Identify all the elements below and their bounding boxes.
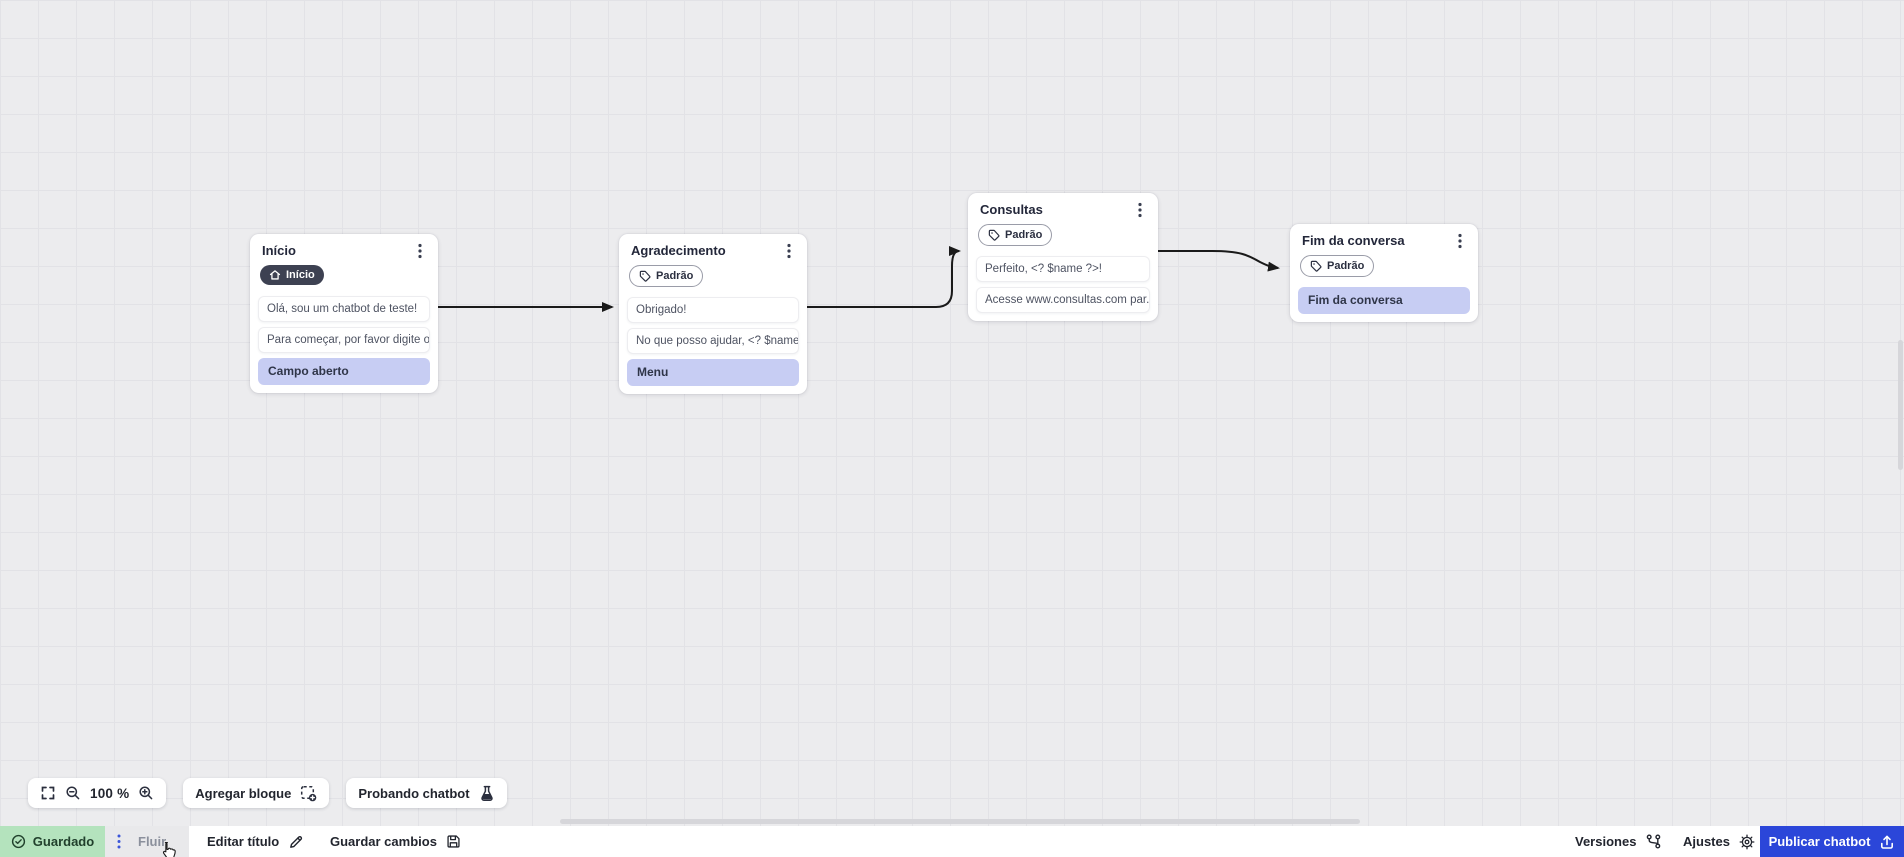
node-type-badge: Padrão (629, 265, 704, 287)
save-icon (446, 834, 461, 849)
horizontal-scrollbar[interactable] (560, 819, 1360, 824)
add-block-icon (300, 785, 317, 802)
tag-icon (988, 229, 1000, 241)
saved-status-badge: Guardado (0, 826, 105, 857)
gear-icon (1739, 834, 1755, 850)
tab-flow[interactable]: Fluir (105, 826, 189, 857)
publish-chatbot-button[interactable]: Publicar chatbot (1760, 826, 1904, 857)
node-type-badge: Padrão (1300, 255, 1375, 277)
flow-node-consultas[interactable]: Consultas Padrão Perfeito, <? $name ?>! … (968, 193, 1158, 321)
flow-tab-label: Fluir (138, 834, 167, 849)
message-bubble[interactable]: Olá, sou um chatbot de teste! (258, 296, 430, 322)
node-menu-icon[interactable] (1452, 233, 1468, 249)
add-block-button[interactable]: Agregar bloque (183, 778, 330, 808)
upload-icon (1879, 834, 1895, 850)
flow-node-inicio[interactable]: Início Início Olá, sou um chatbot de tes… (250, 234, 438, 393)
node-menu-icon[interactable] (412, 243, 428, 259)
zoom-out-icon[interactable] (65, 785, 81, 801)
fullscreen-icon[interactable] (40, 785, 56, 801)
settings-button[interactable]: Ajustes (1683, 826, 1755, 857)
message-bubble[interactable]: Para começar, por favor digite o ... (258, 327, 430, 353)
node-title: Início (262, 243, 296, 258)
message-bubble[interactable]: Obrigado! (627, 297, 799, 323)
pencil-icon (288, 834, 304, 850)
node-menu-icon[interactable] (1132, 202, 1148, 218)
save-changes-button[interactable]: Guardar cambios (330, 826, 461, 857)
action-item[interactable]: Fim da conversa (1298, 287, 1470, 314)
flow-node-fim-da-conversa[interactable]: Fim da conversa Padrão Fim da conversa (1290, 224, 1478, 322)
edit-title-button[interactable]: Editar título (207, 826, 304, 857)
test-chatbot-button[interactable]: Probando chatbot (346, 778, 507, 808)
flow-node-agradecimento[interactable]: Agradecimento Padrão Obrigado! No que po… (619, 234, 807, 394)
zoom-level-value: 100 % (90, 785, 130, 801)
node-menu-icon[interactable] (781, 243, 797, 259)
tag-icon (639, 270, 651, 282)
message-bubble[interactable]: Perfeito, <? $name ?>! (976, 256, 1150, 282)
status-bar: Guardado Fluir Editar título Guardar cam… (0, 826, 1904, 857)
home-icon (269, 269, 281, 281)
node-type-badge: Início (260, 265, 324, 285)
versions-button[interactable]: Versiones (1575, 826, 1662, 857)
tag-icon (1310, 260, 1322, 272)
action-item[interactable]: Menu (627, 359, 799, 386)
check-circle-icon (11, 834, 26, 849)
node-title: Fim da conversa (1302, 233, 1405, 248)
flask-icon (479, 785, 495, 802)
connector-agradecimento-consultas (807, 246, 961, 308)
vertical-scrollbar[interactable] (1898, 340, 1903, 470)
message-bubble[interactable]: No que posso ajudar, <? $name ... (627, 328, 799, 354)
message-bubble[interactable]: Acesse www.consultas.com par... (976, 287, 1150, 313)
node-type-badge: Padrão (978, 224, 1053, 246)
zoom-in-icon[interactable] (138, 785, 154, 801)
action-item[interactable]: Campo aberto (258, 358, 430, 385)
flow-menu-icon[interactable] (117, 834, 121, 849)
zoom-controls: 100 % (28, 778, 167, 808)
branch-icon (1645, 833, 1662, 850)
node-title: Agradecimento (631, 243, 726, 258)
connector-consultas-fim (1158, 250, 1280, 272)
canvas-toolbar: 100 % Agregar bloque Probando chatbot (28, 778, 507, 808)
node-title: Consultas (980, 202, 1043, 217)
